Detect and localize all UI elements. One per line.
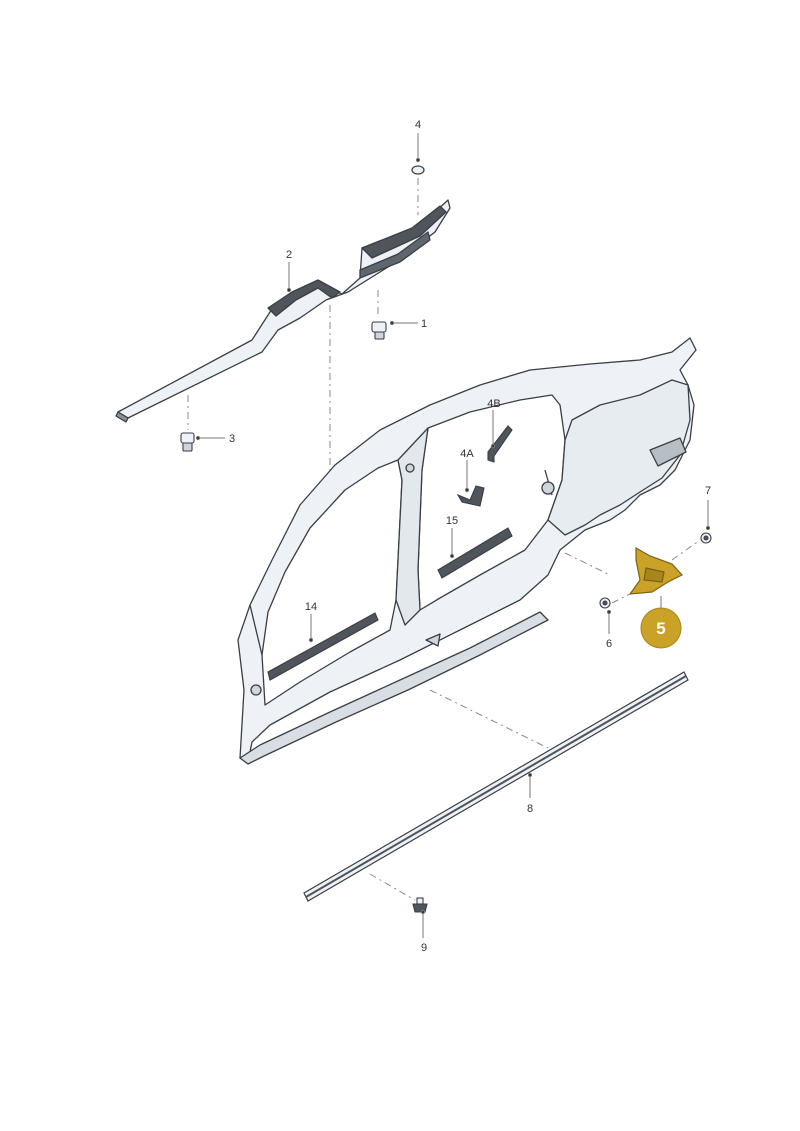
- callout-8: 8: [527, 803, 533, 815]
- callout-labels: 4 2 1 3 4B 4A 15 14 7 6 8 9: [229, 119, 711, 954]
- callout-3: 3: [229, 433, 235, 445]
- rear-door-seal-strip: [437, 527, 513, 579]
- callout-9: 9: [421, 942, 427, 954]
- part-6-screw: [599, 597, 611, 609]
- callout-15: 15: [446, 515, 458, 527]
- callout-4b: 4B: [487, 398, 500, 410]
- part-9-clip: [412, 897, 428, 913]
- part-3-clip: [180, 432, 195, 452]
- roof-rail-reinforcement: [115, 199, 451, 423]
- front-door-seal-strip: [267, 612, 379, 681]
- leader-lines: [195, 133, 711, 938]
- part-4a-bracket: [456, 485, 485, 507]
- callout-1: 1: [421, 318, 427, 330]
- callout-5: 5: [656, 619, 665, 638]
- sill-moulding-strip: [303, 671, 689, 902]
- callout-2: 2: [286, 249, 292, 261]
- part-1-clip: [371, 321, 387, 340]
- highlighted-callout-5[interactable]: 5: [640, 607, 682, 649]
- body-side-panel: [237, 337, 697, 765]
- callout-14: 14: [305, 601, 317, 613]
- part-7-screw: [700, 532, 712, 544]
- highlight-badge: [640, 607, 682, 649]
- callout-7: 7: [705, 485, 711, 497]
- part-5-bracket-highlighted: [628, 546, 683, 595]
- callout-6: 6: [606, 638, 612, 650]
- callout-4a: 4A: [460, 448, 474, 460]
- part-4b-strip: [487, 425, 513, 463]
- part-4-cap: [411, 165, 425, 175]
- callout-4: 4: [415, 119, 421, 131]
